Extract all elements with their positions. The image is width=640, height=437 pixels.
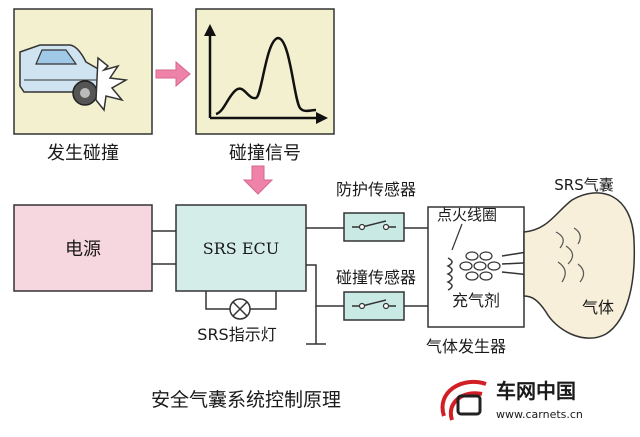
collision-panel — [13, 8, 153, 135]
gas-label: 气体 — [582, 298, 614, 317]
igniter-pointer — [451, 223, 463, 251]
igniter-coil-icon — [446, 257, 453, 291]
igniter-coil-label: 点火线圈 — [437, 206, 497, 224]
power-supply-box — [13, 204, 153, 292]
indicator-lamp-icon — [229, 298, 251, 320]
carnets-logo: 车网中国 www.carnets.cn — [440, 379, 583, 421]
watermark-name: 车网中国 — [496, 379, 576, 403]
impact-burst-icon — [95, 56, 129, 112]
protect-sensor-label: 防护传感器 — [336, 180, 416, 199]
watermark-url: www.carnets.cn — [496, 408, 583, 421]
airbag-label: SRS气囊 — [554, 176, 613, 194]
collision-label: 发生碰撞 — [47, 143, 119, 164]
gas-swirl-icon — [555, 227, 585, 283]
collision-sensor-switch — [343, 291, 405, 321]
collision-signal-label: 碰撞信号 — [229, 143, 301, 164]
logo-frame-icon — [456, 394, 482, 416]
arrow-right-icon — [155, 60, 191, 88]
power-wires — [152, 230, 176, 265]
propellant-label: 充气剂 — [452, 291, 500, 310]
diagram-caption: 安全气囊系统控制原理 — [151, 389, 341, 411]
signal-panel — [195, 8, 335, 135]
arrow-down-icon — [242, 165, 274, 195]
car-crash-icon — [19, 44, 129, 112]
collision-sensor-label: 碰撞传感器 — [336, 268, 416, 287]
propellant-pellets-icon — [459, 251, 501, 281]
protect-sensor-switch — [343, 212, 405, 242]
ecu-box — [175, 204, 307, 292]
indicator-wire — [205, 291, 277, 310]
ground-symbol — [306, 306, 326, 345]
power-supply-label: 电源 — [65, 239, 101, 260]
indicator-lamp-label: SRS指示灯 — [197, 325, 276, 344]
ecu-label: SRS ECU — [203, 239, 279, 258]
gas-generator-label: 气体发生器 — [426, 337, 506, 356]
signal-graph-icon — [204, 24, 328, 124]
